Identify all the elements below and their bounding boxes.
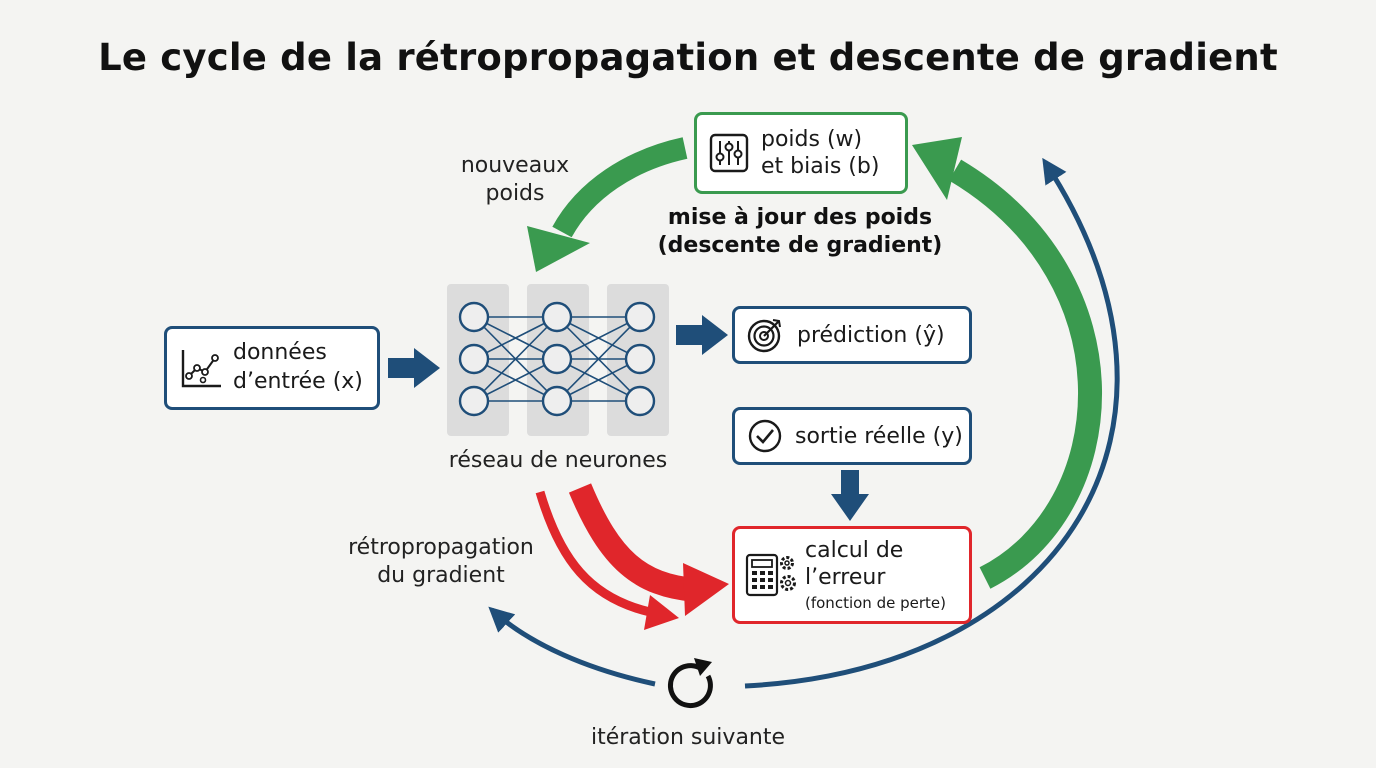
backprop-line-1: rétropropagation (348, 535, 534, 560)
calculator-icon (745, 553, 796, 597)
scatter-plot-icon (181, 350, 221, 388)
actual-to-loss-arrow (831, 470, 869, 521)
prediction-label: prédiction (ŷ) (797, 322, 945, 348)
neuron (541, 343, 573, 375)
input-text: données d’entrée (x) (233, 339, 363, 396)
update-arrow-shaft (948, 159, 1102, 589)
weights-node: poids (w) et biais (b) (694, 112, 908, 194)
backprop-arrow-inner-head (644, 595, 679, 630)
backprop-arrow-outer-shaft (568, 483, 697, 602)
weights-text: poids (w) et biais (b) (761, 126, 879, 181)
neural-network (447, 284, 669, 436)
new-weights-arrow-head (527, 226, 590, 272)
loss-node: calcul de l’erreur (fonction de perte) (732, 526, 972, 624)
network-label: réseau de neurones (448, 448, 668, 473)
neuron (458, 301, 490, 333)
actual-output-label: sortie réelle (y) (795, 423, 963, 449)
backprop-line-2: du gradient (377, 562, 505, 588)
actual-output-node: sortie réelle (y) (732, 407, 972, 465)
update-label: mise à jour des poids (descente de gradi… (650, 204, 950, 259)
neuron (458, 343, 490, 375)
neuron (541, 385, 573, 417)
backprop-label: rétropropagation du gradient (330, 534, 552, 589)
new-weights-label: nouveaux poids (440, 152, 590, 207)
new-weights-line-2: poids (485, 180, 545, 206)
new-weights-arrow-shaft (552, 137, 688, 238)
new-weights-line-1: nouveaux (460, 153, 570, 178)
iteration-left-arrow (488, 606, 656, 687)
loss-line-1: calcul de (805, 538, 904, 564)
update-line-2: (descente de gradient) (657, 232, 943, 258)
input-line-1: données (233, 340, 327, 366)
check-circle-icon (748, 419, 782, 453)
weights-line-2: et biais (b) (761, 154, 880, 179)
sliders-icon (709, 133, 749, 173)
prediction-node: prédiction (ŷ) (732, 306, 972, 364)
network-to-prediction-arrow (676, 315, 728, 355)
loss-line-2: l’erreur (805, 564, 886, 590)
neuron (624, 385, 656, 417)
loss-line-3: (fonction de perte) (805, 593, 946, 612)
refresh-icon (667, 658, 713, 709)
backprop-arrow-outer-head (683, 563, 729, 616)
weights-line-1: poids (w) (761, 126, 863, 152)
target-icon (747, 319, 781, 353)
input-line-2: d’entrée (x) (233, 369, 363, 394)
neuron (458, 385, 490, 417)
next-iteration-label: itération suivante (590, 725, 786, 750)
update-line-1: mise à jour des poids (667, 205, 933, 230)
backprop-arrow-inner-shaft (535, 490, 652, 617)
update-arrow-head (912, 137, 962, 200)
nn-neurons (458, 301, 656, 417)
input-to-network-arrow (388, 348, 440, 388)
input-node: données d’entrée (x) (164, 326, 380, 410)
outer-loop-arrow (744, 157, 1120, 689)
loss-text: calcul de l’erreur (fonction de perte) (805, 538, 946, 612)
neuron (624, 343, 656, 375)
neuron (541, 301, 573, 333)
diagram-title: Le cycle de la rétropropagation et desce… (98, 36, 1278, 79)
neuron (624, 301, 656, 333)
